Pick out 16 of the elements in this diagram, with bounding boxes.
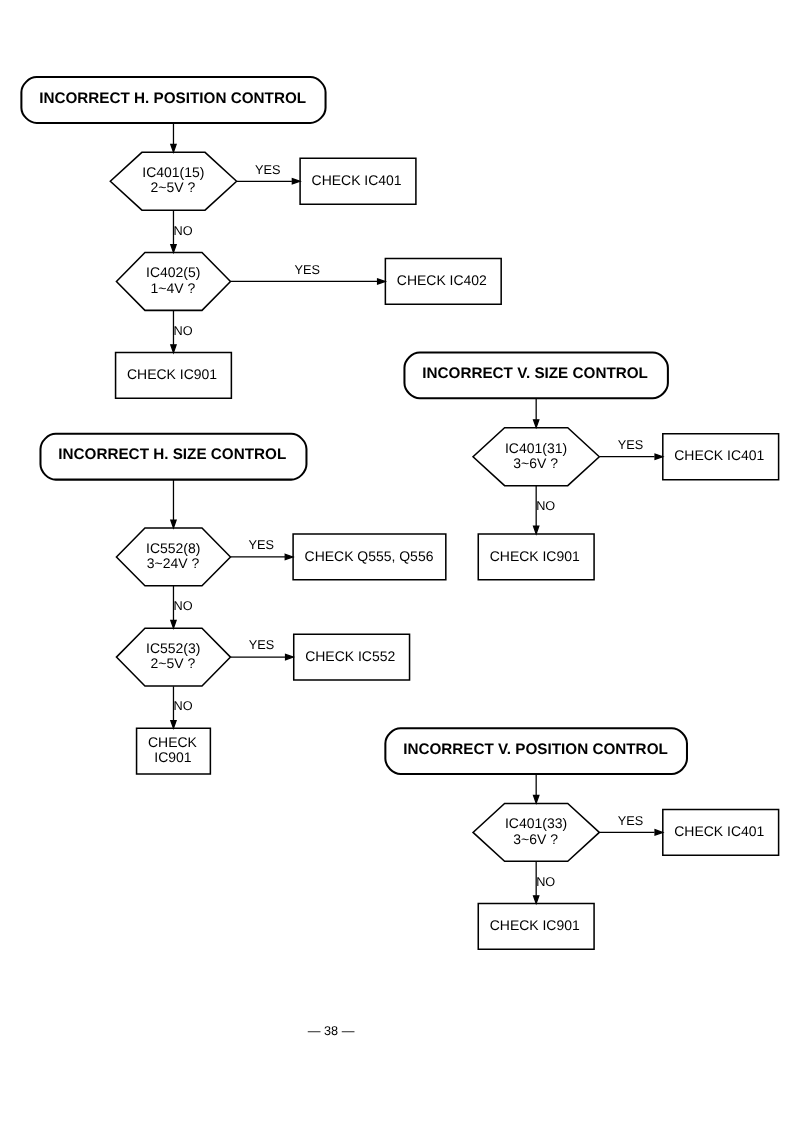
- arrow: [169, 208, 178, 254]
- arrow: [532, 484, 540, 535]
- arrow: [230, 652, 296, 660]
- arrow: [599, 827, 665, 835]
- arrow: [169, 684, 178, 730]
- arrow: [532, 772, 540, 804]
- arrow: [599, 452, 665, 460]
- arrow: [169, 309, 178, 354]
- arrow: [169, 121, 178, 153]
- arrow: [169, 584, 178, 629]
- arrow: [532, 397, 540, 429]
- arrow: [532, 859, 540, 905]
- arrow: [236, 176, 302, 184]
- arrow: [230, 552, 295, 560]
- arrow: [169, 478, 178, 529]
- arrow: [230, 276, 388, 284]
